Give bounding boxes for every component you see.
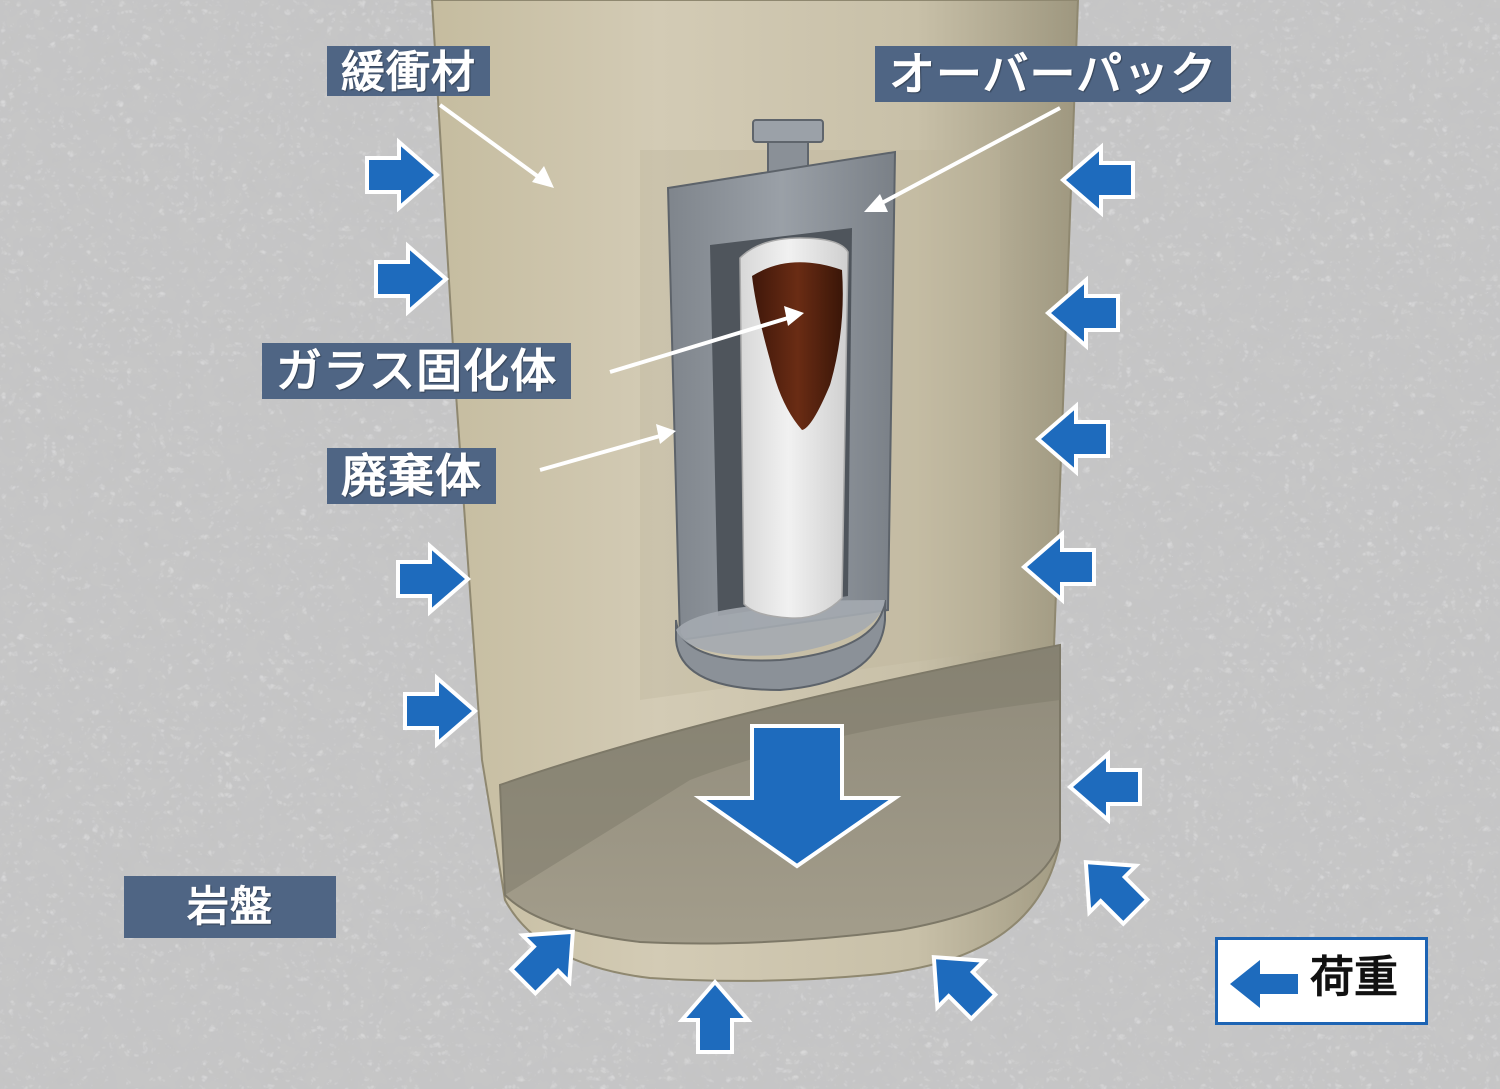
glass-melt bbox=[752, 262, 843, 430]
label-overpack: オーバーパック bbox=[875, 46, 1232, 102]
label-bedrock: 岩盤 bbox=[124, 876, 336, 938]
overpack-lid-handle bbox=[752, 119, 824, 143]
leader-glass-head bbox=[784, 306, 804, 326]
load-arrow-left-4 bbox=[1020, 529, 1096, 605]
load-arrow-right-2 bbox=[374, 241, 450, 317]
load-arrow-up-1 bbox=[677, 978, 753, 1054]
down-load-arrow bbox=[693, 724, 902, 869]
label-vitrified-waste: ガラス固化体 bbox=[262, 343, 572, 399]
legend-label: 荷重 bbox=[1310, 952, 1398, 1003]
load-arrow-upleft-2 bbox=[1083, 860, 1151, 927]
label-buffer-material: 緩衝材 bbox=[327, 46, 490, 96]
load-arrow-left-5 bbox=[1066, 749, 1142, 825]
load-arrow-right-1 bbox=[365, 137, 441, 213]
left-arrow-icon bbox=[1230, 960, 1298, 1008]
leader-glass bbox=[609, 316, 789, 374]
load-arrow-left-1 bbox=[1059, 142, 1135, 218]
load-arrows bbox=[365, 137, 1151, 1054]
buffer-lower-section-dark bbox=[500, 645, 1060, 895]
load-arrow-upleft-1 bbox=[931, 955, 999, 1022]
label-waste-package: 廃棄体 bbox=[327, 448, 496, 504]
legend: 荷重 bbox=[1215, 937, 1428, 1025]
overpack-base-top bbox=[676, 600, 885, 656]
overpack-base bbox=[675, 599, 886, 692]
load-arrow-right-3 bbox=[396, 541, 472, 617]
leader-waste-head bbox=[656, 424, 676, 444]
leader-waste bbox=[539, 434, 661, 472]
leader-overpack bbox=[877, 106, 1061, 207]
leader-overpack-head bbox=[864, 194, 888, 212]
load-arrow-right-4 bbox=[403, 673, 479, 749]
leader-lines bbox=[438, 103, 1061, 472]
leader-buffer-head bbox=[532, 166, 554, 188]
leader-buffer bbox=[438, 103, 542, 180]
load-arrow-left-2 bbox=[1044, 275, 1120, 351]
load-arrow-left-3 bbox=[1034, 401, 1110, 477]
waste-form bbox=[739, 237, 849, 619]
load-arrow-upright bbox=[508, 929, 575, 997]
